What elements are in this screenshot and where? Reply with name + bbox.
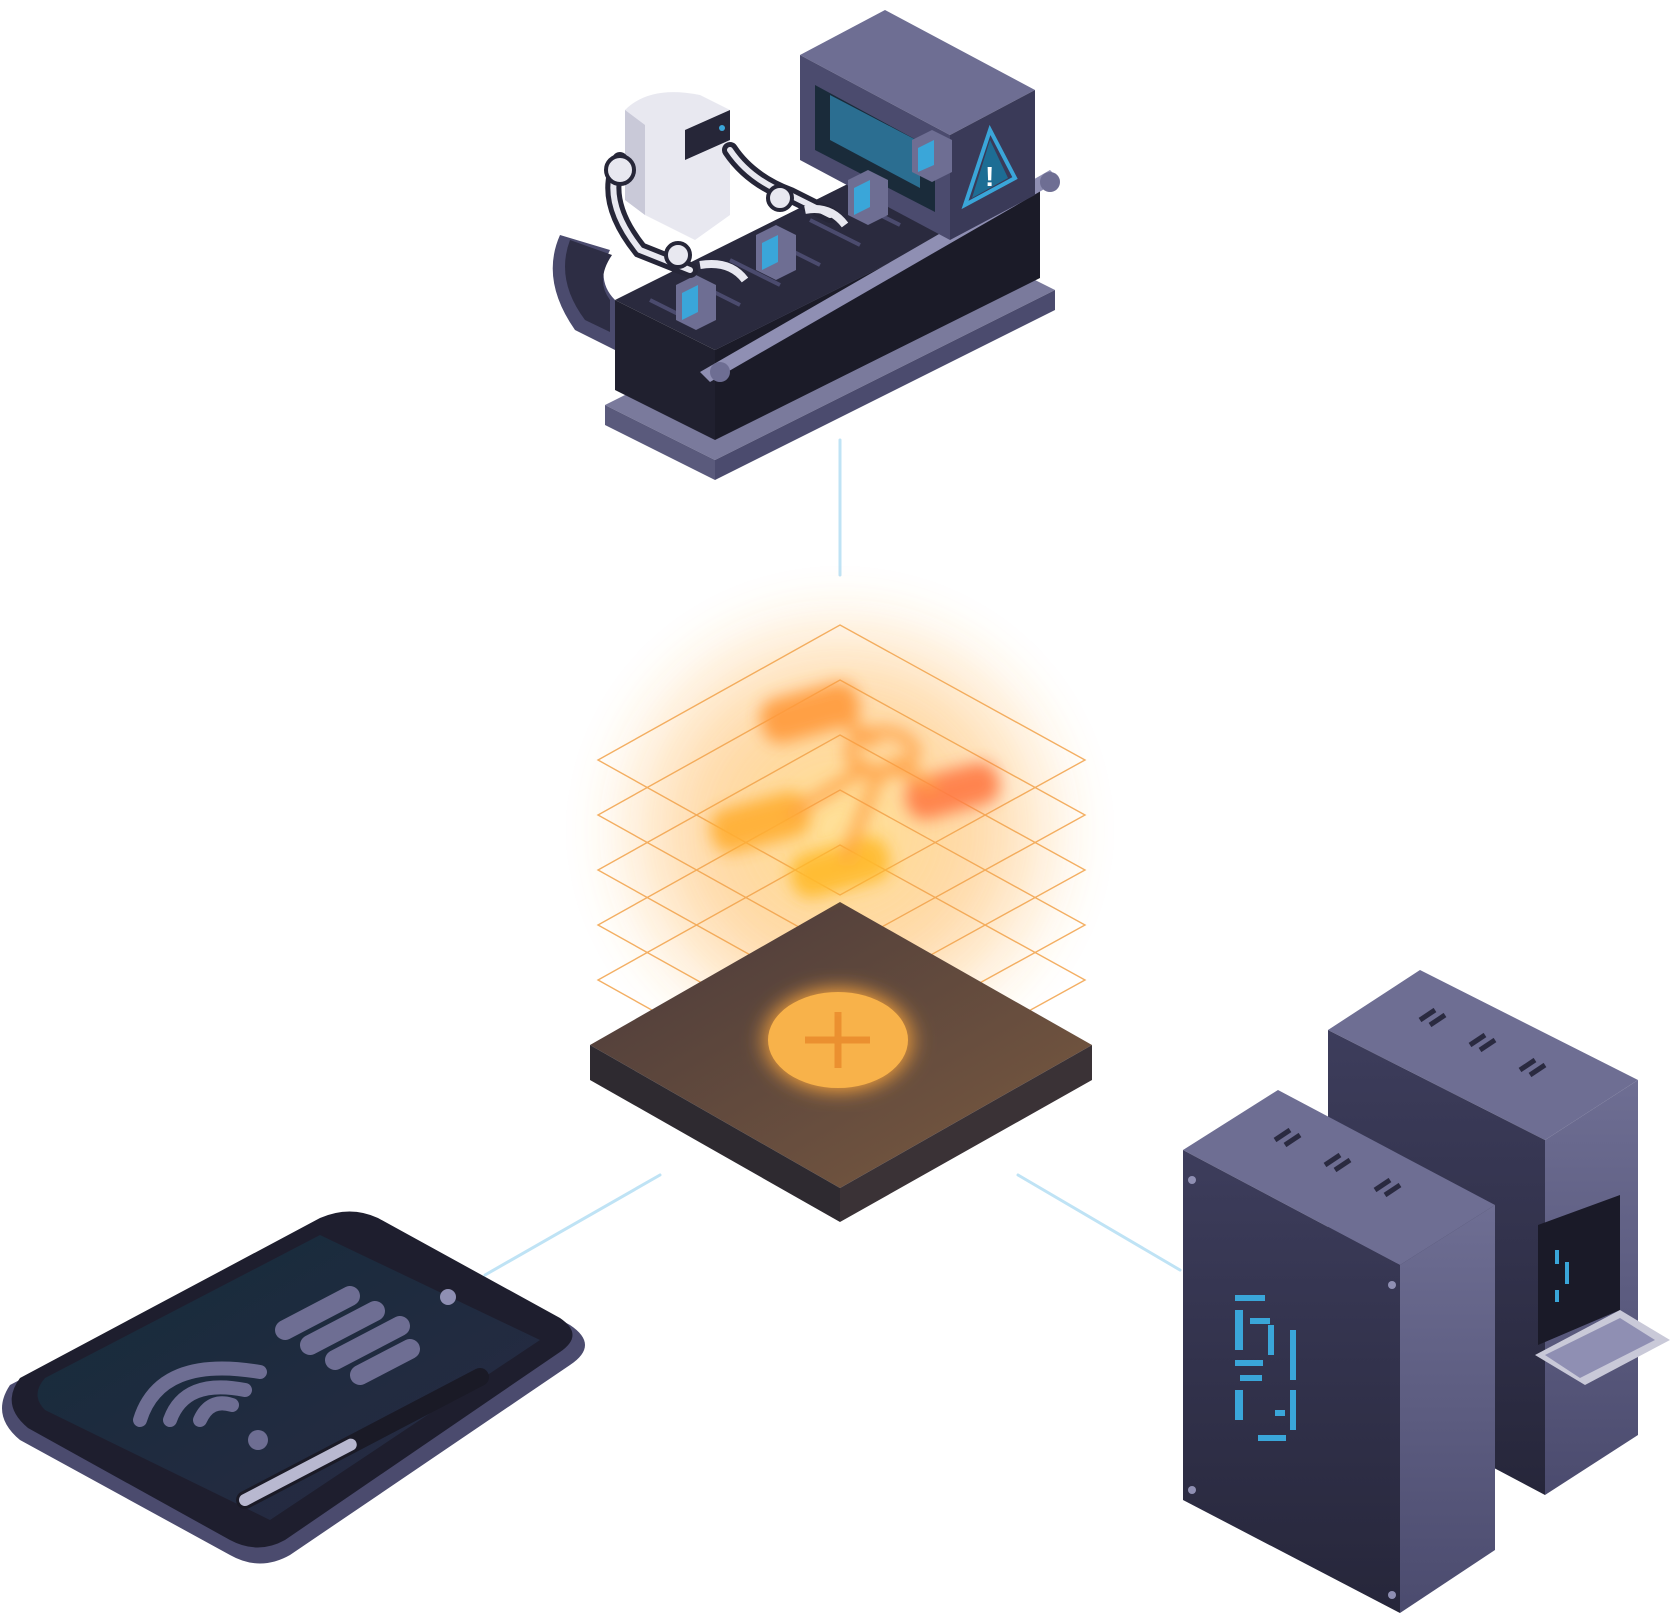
- connectors: [483, 438, 1182, 1277]
- product-box: [676, 275, 716, 330]
- wifi-tablet-icon: [2, 1211, 585, 1564]
- product-box: [756, 225, 796, 280]
- workflow-nodes: [710, 681, 1000, 899]
- code-display: [1235, 1295, 1296, 1441]
- robot-icon: [604, 92, 849, 283]
- progress-bar: [236, 1368, 489, 1509]
- warning-icon: !: [985, 161, 994, 192]
- server-rack-front: [1183, 1090, 1495, 1613]
- wifi-icon: [133, 1361, 267, 1427]
- product-box: [848, 170, 888, 225]
- glowing-chip-hub-icon: [590, 590, 1092, 1222]
- product-box: [912, 130, 952, 182]
- connector-tablet-hub: [483, 1173, 662, 1277]
- server-racks-icon: [1183, 970, 1670, 1613]
- menu-lines: [275, 1286, 420, 1385]
- robot-conveyor-icon: !: [552, 10, 1060, 480]
- connector-servers-hub: [1016, 1173, 1182, 1272]
